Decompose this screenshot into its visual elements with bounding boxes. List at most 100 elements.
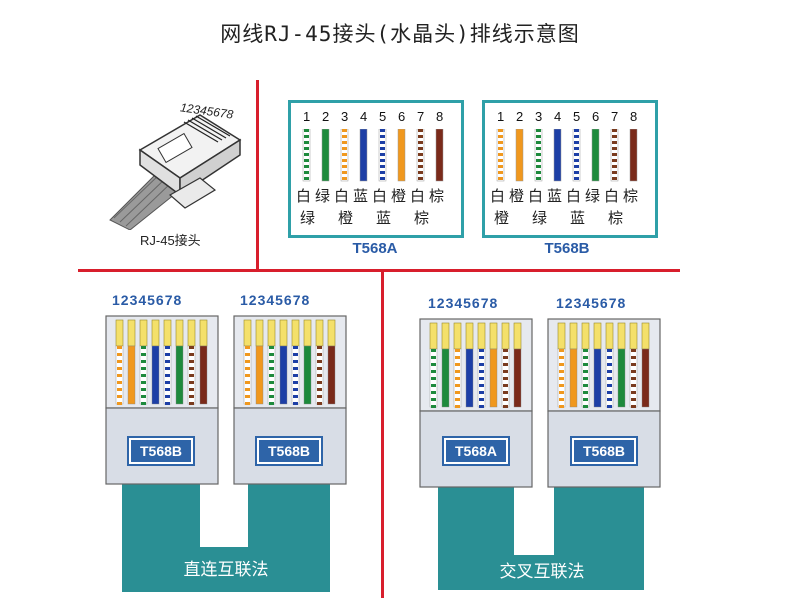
cross-plug-right-contact-8 bbox=[641, 322, 650, 350]
straight-plug-left-wire-7 bbox=[187, 345, 196, 405]
t568b-wire-4 bbox=[553, 129, 562, 182]
cross-plug-left-contact-7 bbox=[501, 322, 510, 350]
straight-plug-left-wire-3 bbox=[139, 345, 148, 405]
t568a-label-top-3: 白 bbox=[334, 187, 350, 205]
cross-plug-right-contact-7 bbox=[629, 322, 638, 350]
t568a-label: T568A bbox=[352, 240, 398, 257]
t568b-wire-colors bbox=[496, 129, 638, 182]
t568a-wire-3 bbox=[340, 129, 349, 182]
straight-plug-right-wire-3 bbox=[267, 345, 276, 405]
t568a-wire-1 bbox=[302, 129, 311, 182]
t568b-label-top-6: 绿 bbox=[585, 187, 601, 205]
straight-plug-left-contact-6 bbox=[175, 319, 184, 347]
t568a-pin-6: 6 bbox=[398, 109, 406, 124]
t568b-pin-4: 4 bbox=[554, 109, 562, 124]
t568b-pin-8: 8 bbox=[630, 109, 638, 124]
straight-plug-right-contact-5 bbox=[291, 319, 300, 347]
cross-plug-left-wire-3 bbox=[453, 348, 462, 408]
cross-plug-right-wire-8 bbox=[641, 348, 650, 408]
cross-plug-left-contact-2 bbox=[441, 322, 450, 350]
rj45-plug-icon bbox=[109, 114, 242, 230]
cross-plug-right-wire-3 bbox=[581, 348, 590, 408]
cross-left-tag: T568A bbox=[444, 438, 508, 464]
t568a-pin-2: 2 bbox=[322, 109, 330, 124]
t568a-label-bottom-3: 橙 bbox=[338, 209, 354, 227]
t568b-label-bottom-1: 橙 bbox=[494, 209, 510, 227]
cross-plug-right-wire-7 bbox=[629, 348, 638, 408]
straight-plug-right-wire-4 bbox=[279, 345, 288, 405]
t568a-label-top-1: 白 bbox=[296, 187, 312, 205]
t568a-pin-4: 4 bbox=[360, 109, 368, 124]
rj45-caption: RJ-45接头 bbox=[140, 233, 201, 248]
cross-plug-left-contact-5 bbox=[477, 322, 486, 350]
straight-plug-right-contact-1 bbox=[243, 319, 252, 347]
straight-plug-left-contact-2 bbox=[127, 319, 136, 347]
t568a-wire-6 bbox=[397, 129, 406, 182]
t568b-pin-3: 3 bbox=[535, 109, 543, 124]
cross-plug-left-wire-2 bbox=[441, 348, 450, 408]
diagram-title: 网线RJ-45接头(水晶头)排线示意图 bbox=[220, 22, 580, 46]
cross-plug-right-wire-5 bbox=[605, 348, 614, 408]
cross-plug-left-contact-8 bbox=[513, 322, 522, 350]
straight-plug-left-wire-1 bbox=[115, 345, 124, 405]
t568b-label: T568B bbox=[544, 240, 590, 257]
straight-plug-right bbox=[233, 315, 347, 485]
straight-label: 直连互联法 bbox=[183, 560, 269, 580]
cross-plug-right-contact-1 bbox=[557, 322, 566, 350]
straight-plug-left-contact-1 bbox=[115, 319, 124, 347]
cross-plug-left-contact-6 bbox=[489, 322, 498, 350]
straight-left-tag: T568B bbox=[129, 438, 193, 464]
t568b-label-top-8: 棕 bbox=[623, 187, 639, 205]
cross-plug-left-contact-3 bbox=[453, 322, 462, 350]
t568a-pin-1: 1 bbox=[303, 109, 311, 124]
t568a-wire-2 bbox=[321, 129, 330, 182]
t568b-label-top-1: 白 bbox=[490, 187, 506, 205]
t568a-label-top-4: 蓝 bbox=[353, 187, 369, 205]
t568b-pin-7: 7 bbox=[611, 109, 619, 124]
cross-plug-left-wire-1 bbox=[429, 348, 438, 408]
cross-label: 交叉互联法 bbox=[499, 562, 585, 582]
t568b-wire-7 bbox=[610, 129, 619, 182]
t568a-label-bottom-1: 绿 bbox=[300, 209, 316, 227]
straight-plug-right-contact-6 bbox=[303, 319, 312, 347]
straight-left-pin-numbers: 12345678 bbox=[112, 292, 183, 308]
straight-plug-left-wire-8 bbox=[199, 345, 208, 405]
t568a-label-top-2: 绿 bbox=[315, 187, 331, 205]
straight-plug-left-wire-5 bbox=[163, 345, 172, 405]
straight-plug-right-wire-7 bbox=[315, 345, 324, 405]
straight-plug-right-wire-6 bbox=[303, 345, 312, 405]
t568b-wire-6 bbox=[591, 129, 600, 182]
t568a-wire-7 bbox=[416, 129, 425, 182]
t568b-label-top-3: 白 bbox=[528, 187, 544, 205]
t568b-label-top-4: 蓝 bbox=[547, 187, 563, 205]
t568b-wire-3 bbox=[534, 129, 543, 182]
t568a-wire-colors bbox=[302, 129, 444, 182]
straight-plug-right-contact-7 bbox=[315, 319, 324, 347]
straight-plug-left-contact-4 bbox=[151, 319, 160, 347]
straight-plug-left-contact-3 bbox=[139, 319, 148, 347]
straight-plug-left-contact-5 bbox=[163, 319, 172, 347]
straight-plug-left-contact-7 bbox=[187, 319, 196, 347]
t568a-label-top-7: 白 bbox=[410, 187, 426, 205]
cross-plug-left-contact-4 bbox=[465, 322, 474, 350]
t568b-label-bottom-3: 绿 bbox=[532, 209, 548, 227]
cross-plug-right-contact-4 bbox=[593, 322, 602, 350]
cross-plug-right-contact-3 bbox=[581, 322, 590, 350]
straight-plug-right-contact-2 bbox=[255, 319, 264, 347]
t568a-label-bottom-5: 蓝 bbox=[376, 209, 392, 227]
cross-plug-right-contact-5 bbox=[605, 322, 614, 350]
t568b-label-top-2: 橙 bbox=[509, 187, 525, 205]
cross-plug-right-contact-6 bbox=[617, 322, 626, 350]
cross-plug-right-contact-2 bbox=[569, 322, 578, 350]
t568b-pin-6: 6 bbox=[592, 109, 600, 124]
cross-plug-right-wire-2 bbox=[569, 348, 578, 408]
t568a-pin-7: 7 bbox=[417, 109, 425, 124]
t568a-pin-8: 8 bbox=[436, 109, 444, 124]
t568a-label-top-8: 棕 bbox=[429, 187, 445, 205]
t568b-pin-5: 5 bbox=[573, 109, 581, 124]
straight-plug-left-wire-4 bbox=[151, 345, 160, 405]
straight-plug-left-contact-8 bbox=[199, 319, 208, 347]
straight-right-tag: T568B bbox=[257, 438, 321, 464]
straight-plug-left-wire-2 bbox=[127, 345, 136, 405]
